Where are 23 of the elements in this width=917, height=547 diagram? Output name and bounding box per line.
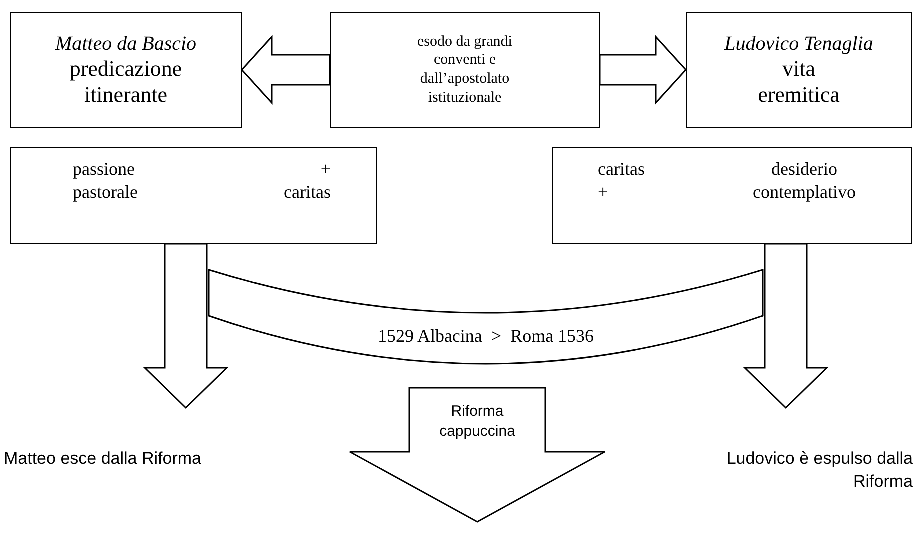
block-arrow	[599, 35, 688, 105]
arrow-label: Riforma cappuccina	[440, 402, 516, 442]
block-arrow	[743, 243, 829, 410]
process-box	[10, 147, 377, 244]
box-text: predicazione itinerante	[70, 56, 182, 108]
box-text: passione pastorale	[73, 158, 138, 204]
process-box	[330, 12, 600, 128]
box-text: + caritas	[284, 158, 331, 204]
block-arrow	[240, 35, 331, 105]
process-box	[552, 147, 912, 244]
box-heading: Matteo da Bascio	[55, 32, 197, 56]
process-box	[686, 12, 912, 128]
box-text: caritas +	[598, 158, 645, 204]
process-box	[10, 12, 242, 128]
block-arrow	[143, 243, 229, 410]
box-heading: Ludovico Tenaglia	[724, 32, 874, 56]
box-text: desiderio contemplativo	[753, 158, 856, 204]
box-text: vita eremitica	[758, 56, 840, 108]
box-text: esodo da grandi conventi e dall’apostolato istituzionale	[416, 32, 514, 108]
block-arrow	[350, 388, 605, 522]
band-label: 1529 Albacina > Roma 1536	[376, 326, 596, 347]
outcome-text: Ludovico è espulso dalla Riforma	[726, 448, 913, 493]
outcome-text: Matteo esce dalla Riforma	[4, 448, 202, 470]
